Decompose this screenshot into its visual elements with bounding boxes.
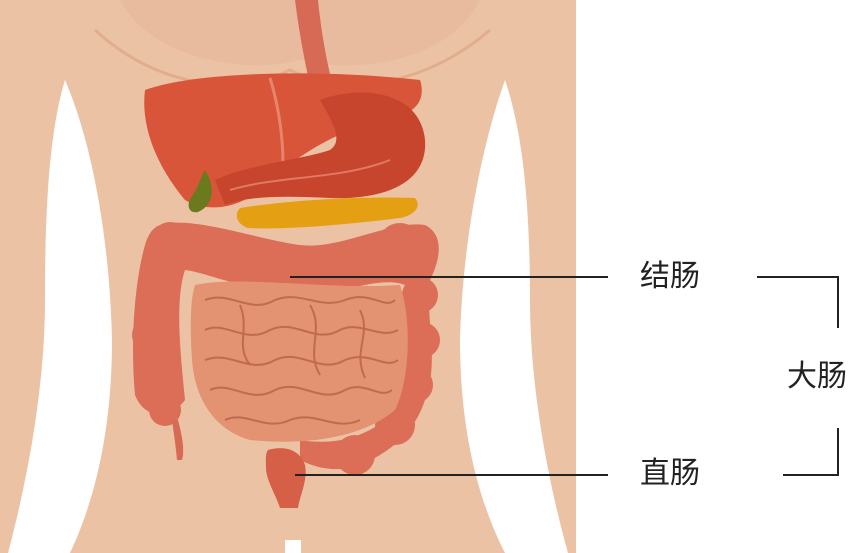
bracket-bottom-vertical	[837, 428, 839, 476]
small-intestine	[191, 281, 408, 441]
colon-leader-line	[290, 276, 608, 278]
rectum-leader-line	[295, 474, 608, 476]
bracket-top-vertical	[837, 276, 839, 328]
rectum-label: 直肠	[640, 459, 700, 489]
large-intestine-label: 大肠	[787, 362, 847, 392]
bracket-bottom-horizontal	[783, 474, 839, 476]
colon-label: 结肠	[640, 262, 700, 292]
bracket-top-horizontal	[757, 276, 839, 278]
